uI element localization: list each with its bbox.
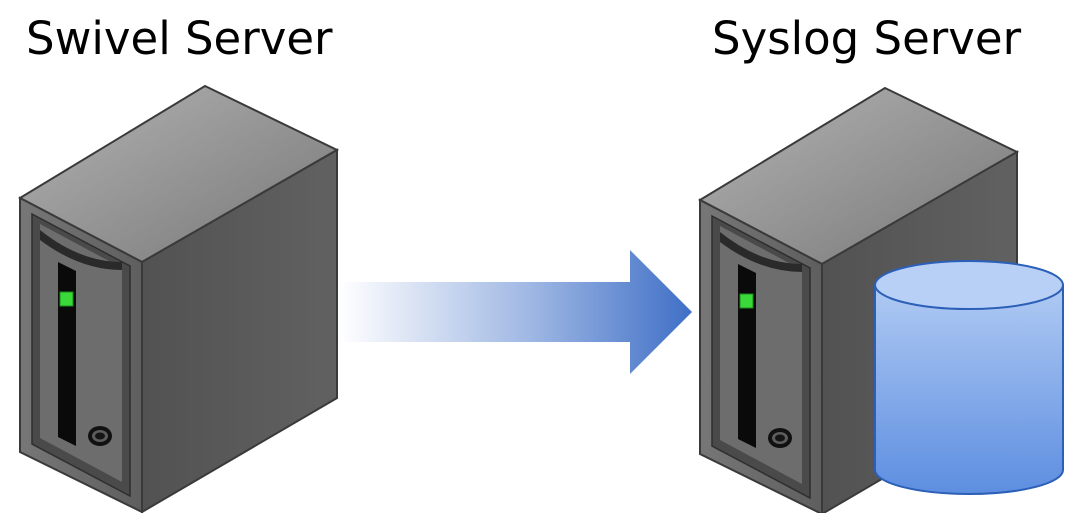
source-server-icon [19, 85, 338, 513]
database-cylinder-icon [874, 260, 1064, 495]
source-node-label: Swivel Server [26, 12, 333, 65]
arrow-right-icon [340, 250, 692, 374]
target-node-label: Syslog Server [712, 12, 1022, 65]
